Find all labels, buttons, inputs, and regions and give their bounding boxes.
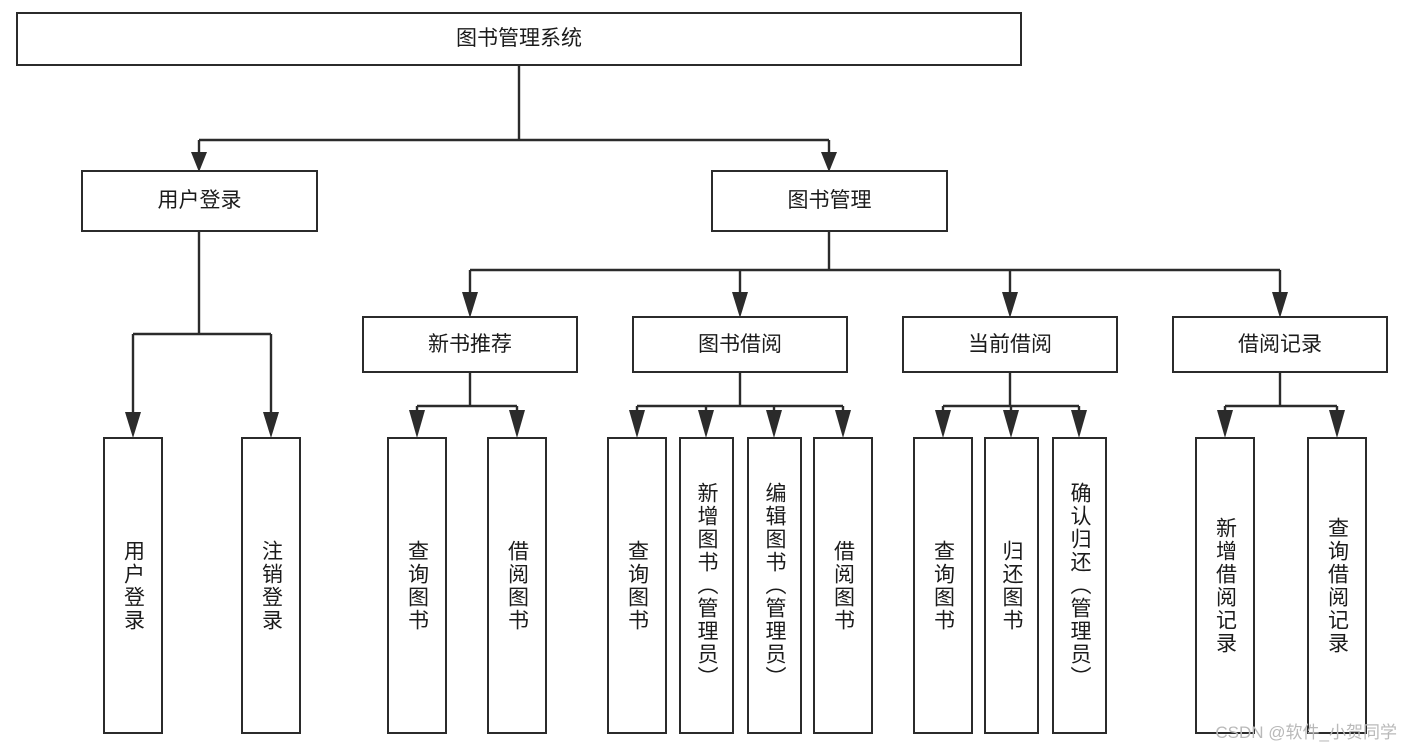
node-leaf-borrow-book-1-label: 借阅图书 xyxy=(505,539,529,632)
node-new-book-rec[interactable]: 新书推荐 xyxy=(362,316,578,373)
node-new-book-rec-label: 新书推荐 xyxy=(428,332,512,356)
arrowhead-leaf-query-book-2 xyxy=(629,410,645,438)
node-leaf-confirm-return-label: 确认归还（管理员） xyxy=(1068,482,1091,689)
node-leaf-borrow-book-2-label: 借阅图书 xyxy=(831,539,855,632)
node-leaf-query-record[interactable]: 查询借阅记录 xyxy=(1307,437,1367,734)
node-user-login-label: 用户登录 xyxy=(157,189,242,213)
node-leaf-borrow-book-1[interactable]: 借阅图书 xyxy=(487,437,547,734)
node-leaf-query-record-label: 查询借阅记录 xyxy=(1325,516,1349,655)
arrowhead-book-manage xyxy=(821,152,837,172)
node-leaf-add-record-label: 新增借阅记录 xyxy=(1213,516,1237,655)
arrowhead-leaf-query-book-3 xyxy=(935,410,951,438)
node-leaf-query-book-1-label: 查询图书 xyxy=(405,539,429,632)
node-leaf-logout-label: 注销登录 xyxy=(259,539,283,632)
node-leaf-add-book[interactable]: 新增图书（管理员） xyxy=(679,437,734,734)
arrowhead-leaf-borrow-book-1 xyxy=(509,410,525,438)
node-borrow-record[interactable]: 借阅记录 xyxy=(1172,316,1388,373)
node-current-borrow-label: 当前借阅 xyxy=(968,332,1052,356)
node-leaf-borrow-book-2[interactable]: 借阅图书 xyxy=(813,437,873,734)
node-leaf-query-book-1[interactable]: 查询图书 xyxy=(387,437,447,734)
arrowhead-leaf-confirm-return xyxy=(1071,410,1087,438)
node-leaf-return-book[interactable]: 归还图书 xyxy=(984,437,1039,734)
arrowhead-leaf-add-book xyxy=(698,410,714,438)
node-leaf-confirm-return[interactable]: 确认归还（管理员） xyxy=(1052,437,1107,734)
node-current-borrow[interactable]: 当前借阅 xyxy=(902,316,1118,373)
node-leaf-add-record[interactable]: 新增借阅记录 xyxy=(1195,437,1255,734)
arrowhead-leaf-return-book xyxy=(1003,410,1019,438)
node-leaf-edit-book[interactable]: 编辑图书（管理员） xyxy=(747,437,802,734)
arrowhead-current-borrow xyxy=(1002,292,1018,318)
arrowhead-leaf-query-record xyxy=(1329,410,1345,438)
node-leaf-logout[interactable]: 注销登录 xyxy=(241,437,301,734)
node-root[interactable]: 图书管理系统 xyxy=(16,12,1022,66)
node-book-borrow[interactable]: 图书借阅 xyxy=(632,316,848,373)
node-leaf-query-book-3[interactable]: 查询图书 xyxy=(913,437,973,734)
node-leaf-user-login[interactable]: 用户登录 xyxy=(103,437,163,734)
node-leaf-return-book-label: 归还图书 xyxy=(1000,539,1023,632)
node-book-borrow-label: 图书借阅 xyxy=(698,332,782,356)
arrowhead-leaf-add-record xyxy=(1217,410,1233,438)
node-book-manage-label: 图书管理 xyxy=(787,189,872,213)
arrowhead-user-login xyxy=(191,152,207,172)
arrowhead-leaf-logout xyxy=(263,412,279,438)
node-leaf-user-login-label: 用户登录 xyxy=(121,539,145,632)
arrowhead-borrow-record xyxy=(1272,292,1288,318)
arrowhead-leaf-query-book-1 xyxy=(409,410,425,438)
arrowhead-book-borrow xyxy=(732,292,748,318)
node-borrow-record-label: 借阅记录 xyxy=(1238,332,1322,356)
node-user-login[interactable]: 用户登录 xyxy=(81,170,318,232)
node-leaf-query-book-2-label: 查询图书 xyxy=(625,539,649,632)
node-root-label: 图书管理系统 xyxy=(456,27,582,51)
node-book-manage[interactable]: 图书管理 xyxy=(711,170,948,232)
node-leaf-add-book-label: 新增图书（管理员） xyxy=(695,482,718,689)
arrowhead-new-book-rec xyxy=(462,292,478,318)
node-leaf-query-book-3-label: 查询图书 xyxy=(931,539,955,632)
node-leaf-query-book-2[interactable]: 查询图书 xyxy=(607,437,667,734)
arrowhead-leaf-edit-book xyxy=(766,410,782,438)
arrowhead-leaf-borrow-book-2 xyxy=(835,410,851,438)
arrowhead-leaf-user-login xyxy=(125,412,141,438)
node-leaf-edit-book-label: 编辑图书（管理员） xyxy=(763,482,786,689)
